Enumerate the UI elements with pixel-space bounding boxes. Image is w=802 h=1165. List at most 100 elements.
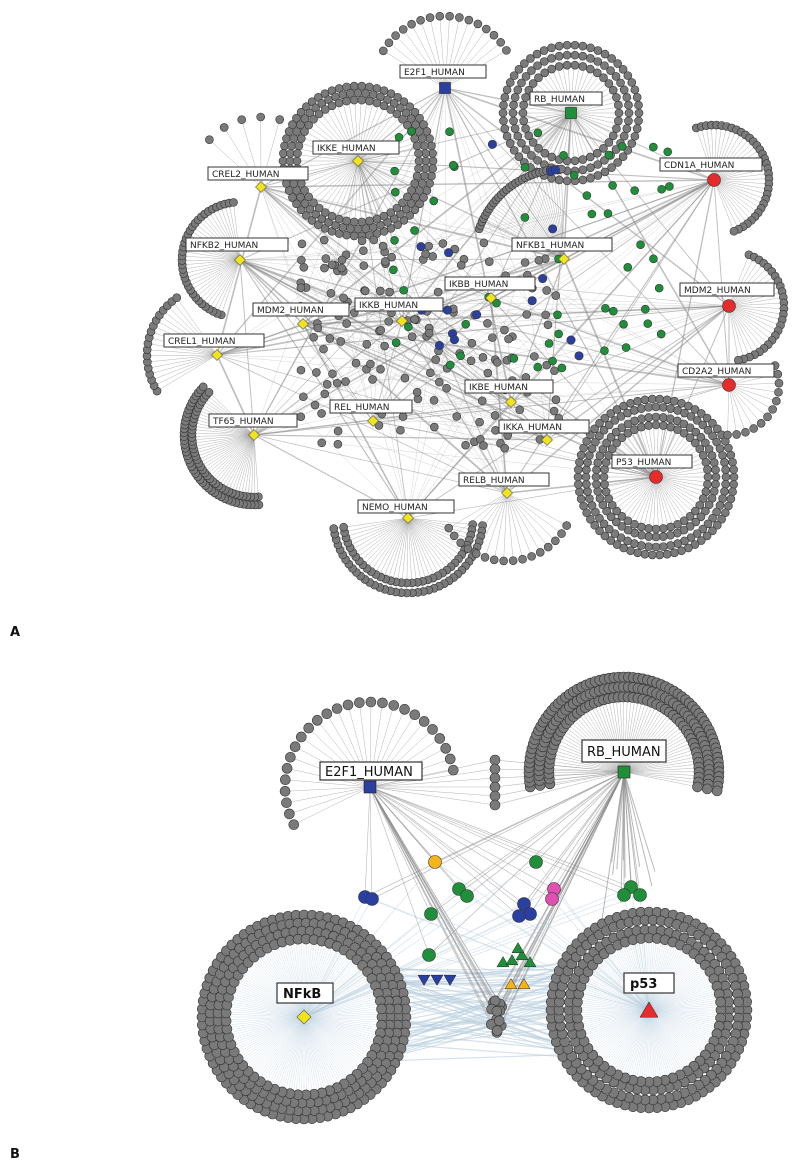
edge — [212, 259, 241, 312]
node — [623, 428, 633, 438]
edge — [370, 1011, 570, 1063]
edge — [147, 354, 218, 363]
node — [312, 368, 321, 377]
green-node — [656, 329, 666, 339]
node — [281, 797, 292, 809]
node — [581, 472, 591, 482]
node — [521, 124, 530, 133]
edge — [260, 186, 367, 345]
node — [528, 79, 538, 88]
green-node — [410, 226, 419, 235]
relb-hub — [501, 487, 513, 499]
node — [300, 186, 309, 195]
mdm2l-hub — [297, 318, 309, 330]
node — [300, 199, 310, 208]
node — [582, 436, 591, 446]
node — [304, 192, 313, 202]
node — [547, 54, 556, 63]
edge — [713, 179, 735, 232]
edge — [590, 476, 657, 520]
edge — [357, 160, 439, 351]
label-text: NFKB1_HUMAN — [516, 241, 584, 251]
label-ikbb: IKBB_HUMAN — [444, 276, 536, 291]
node — [633, 548, 642, 558]
node — [466, 356, 476, 366]
node — [729, 480, 738, 489]
node — [349, 95, 359, 105]
edge — [655, 476, 696, 545]
node — [637, 414, 646, 424]
edge — [407, 380, 513, 519]
node — [728, 487, 737, 497]
node — [703, 465, 712, 474]
green-node — [492, 298, 501, 308]
node — [721, 508, 730, 518]
edge — [506, 492, 567, 526]
node — [600, 480, 609, 489]
node — [445, 11, 454, 21]
node — [593, 171, 603, 180]
blue-triangle — [417, 974, 431, 986]
node — [492, 1025, 503, 1036]
node — [729, 472, 739, 482]
node — [372, 214, 382, 224]
edge — [404, 179, 715, 379]
edge — [480, 401, 512, 440]
node — [533, 61, 542, 70]
node — [292, 199, 301, 209]
node — [419, 171, 429, 181]
node — [280, 141, 289, 151]
node — [756, 419, 766, 428]
node — [349, 217, 359, 227]
edge — [216, 354, 547, 366]
edge — [728, 305, 773, 341]
green-node — [600, 346, 609, 356]
node — [281, 763, 293, 774]
edge — [713, 179, 762, 209]
green-node — [391, 187, 400, 197]
edge — [623, 771, 626, 878]
node — [634, 116, 643, 126]
edge — [728, 384, 777, 402]
label-text: TF65_HUMAN — [212, 417, 274, 427]
edge — [713, 173, 769, 181]
node — [418, 716, 430, 727]
edge — [204, 213, 241, 261]
edge — [156, 354, 218, 392]
node — [422, 127, 432, 136]
node — [351, 358, 361, 368]
node — [599, 519, 609, 529]
green-node — [399, 285, 408, 295]
green-node — [448, 160, 458, 170]
edge — [727, 384, 730, 435]
tf65-hub — [248, 429, 260, 441]
label-text: E2F1_HUMAN — [325, 765, 413, 780]
edge — [369, 786, 520, 917]
label-text: IKBB_HUMAN — [449, 280, 508, 290]
node — [586, 163, 595, 172]
edge — [260, 179, 715, 188]
glyph-node — [428, 855, 442, 869]
edge — [369, 786, 537, 863]
node — [513, 131, 523, 141]
node — [611, 517, 621, 527]
node — [619, 131, 629, 141]
green-node — [609, 306, 618, 316]
node — [505, 139, 515, 148]
edge — [728, 305, 745, 359]
blue-node — [574, 351, 584, 361]
label-text: CD2A2_HUMAN — [682, 367, 751, 377]
green-node — [548, 356, 557, 366]
edge — [371, 771, 625, 900]
node — [357, 95, 367, 105]
node — [708, 431, 717, 441]
node — [698, 524, 708, 534]
node — [366, 359, 375, 369]
ikbe-hub — [505, 396, 517, 408]
node — [491, 426, 500, 435]
edge — [369, 786, 525, 905]
label-ikbe: IKBE_HUMAN — [464, 379, 554, 394]
edge — [372, 179, 715, 422]
node — [406, 114, 416, 123]
glyph-node — [633, 888, 647, 902]
